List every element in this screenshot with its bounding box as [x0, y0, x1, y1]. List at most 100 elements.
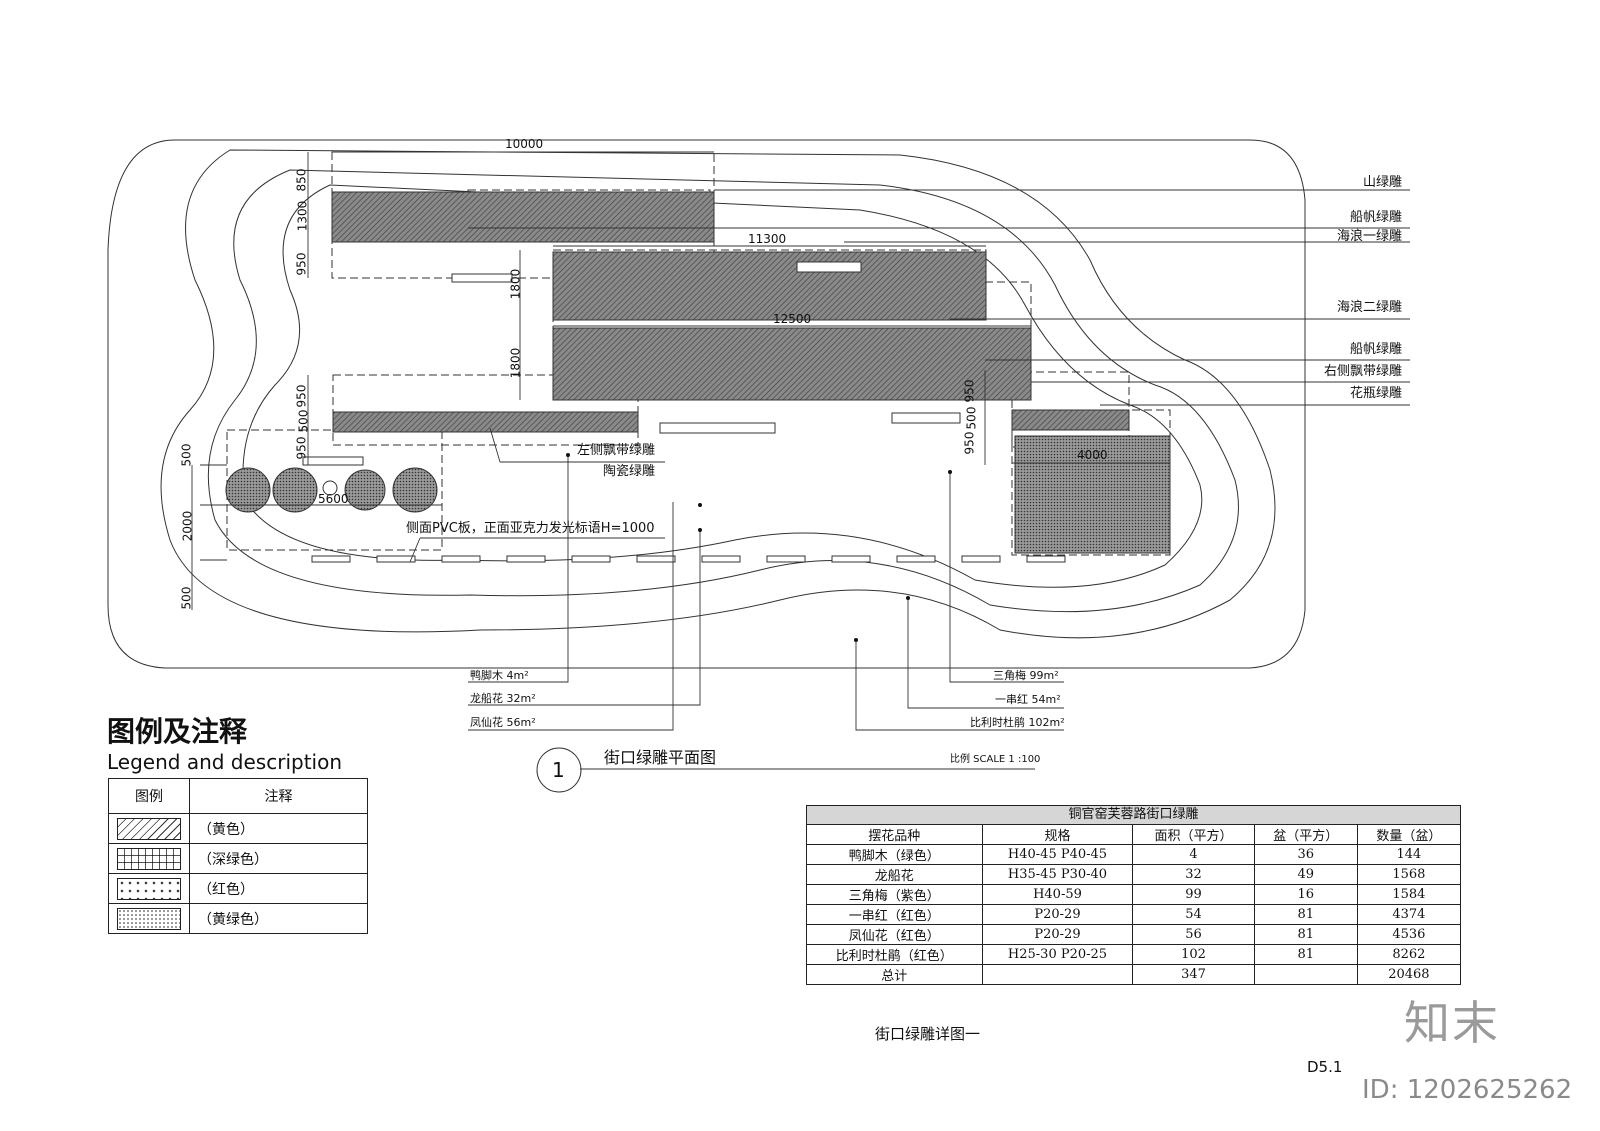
contour-band-1: [160, 149, 1276, 639]
legend-row: （黄色）: [189, 813, 368, 844]
qty-header: 规格: [981, 824, 1134, 845]
plant-callout-right-2: 一串红 54m²: [995, 693, 1061, 706]
table-cell: H35-45 P30-40: [981, 864, 1134, 885]
plant-callout-left-1: 鸭脚木 4m²: [470, 669, 529, 682]
table-cell: [1253, 964, 1358, 985]
dim-950-b: 950: [294, 384, 309, 408]
dim-1800-b: 1800: [508, 347, 523, 379]
dim-11300: 11300: [748, 232, 787, 246]
swatch-cross-dots: [117, 877, 181, 900]
table-cell: 1584: [1356, 884, 1462, 905]
table-cell: 81: [1253, 904, 1358, 925]
label-sail-1: 船帆绿雕: [1350, 210, 1403, 225]
table-cell: 36: [1253, 844, 1358, 865]
legend-subtitle: Legend and description: [107, 750, 343, 774]
label-right-ribbon: 右侧飘带绿雕: [1324, 364, 1403, 379]
label-mountain: 山绿雕: [1363, 175, 1403, 190]
legend-row: （黄绿色）: [189, 903, 368, 934]
table-cell: 龙船花: [806, 864, 983, 885]
qty-header: 摆花品种: [806, 824, 983, 845]
sheet-code: D5.1: [1307, 1058, 1343, 1076]
plant-callout-right-1: 三角梅 99m²: [993, 669, 1059, 682]
plant-callout-right-3: 比利时杜鹃 102m²: [970, 716, 1065, 729]
table-cell: 81: [1253, 924, 1358, 945]
table-cell: 99: [1132, 884, 1255, 905]
table-cell: 鸭脚木（绿色）: [806, 844, 983, 865]
sheet-title: 街口绿雕详图一: [875, 1025, 981, 1043]
legend-header-note: 注释: [189, 778, 368, 814]
plaques: [302, 261, 961, 466]
legend-table: 图例 注释 （黄色） （深绿色） （红色） （黄绿色）: [108, 778, 368, 934]
label-vase: 花瓶绿雕: [1350, 386, 1403, 401]
qty-header: 盆（平方）: [1253, 824, 1358, 845]
legend-title: 图例及注释: [107, 715, 248, 748]
table-cell: 4: [1132, 844, 1255, 865]
table-cell: 20468: [1356, 964, 1462, 985]
dim-500-a: 500: [296, 409, 311, 433]
site-outer-boundary: [107, 139, 1306, 669]
watermark-logo: 知末: [1404, 996, 1500, 1050]
table-cell: 4374: [1356, 904, 1462, 925]
plant-callout-left-3: 凤仙花 56m²: [470, 716, 536, 729]
leader-dots: [566, 453, 952, 642]
drawing-number: 1: [552, 758, 565, 782]
swatch-brick-pattern: [117, 847, 181, 870]
table-cell: 比利时杜鹃（红色）: [806, 944, 983, 965]
drawing-number-circle: [536, 747, 582, 793]
dim-1800-a: 1800: [508, 268, 523, 300]
table-cell: 56: [1132, 924, 1255, 945]
dim-950-a: 950: [294, 252, 309, 276]
plant-callout-left-2: 龙船花 32m²: [470, 692, 536, 705]
table-cell: 4536: [1356, 924, 1462, 945]
label-wave-1: 海浪一绿雕: [1337, 229, 1403, 244]
wave1-sculpture: [552, 251, 987, 321]
table-cell: 144: [1356, 844, 1462, 865]
quantity-table: 铜官窑芙蓉路街口绿雕 摆花品种 规格 面积（平方） 盆（平方） 数量（盆） 鸭脚…: [806, 805, 1462, 985]
table-cell: 一串红（红色）: [806, 904, 983, 925]
dim-4000: 4000: [1077, 448, 1108, 462]
label-left-ribbon: 左侧飘带绿雕: [577, 443, 656, 458]
dim-500-l2: 500: [179, 586, 194, 610]
wave2-sculpture: [552, 327, 1032, 401]
swatch-fine-stipple: [117, 907, 181, 930]
leader-lines: [409, 189, 1410, 563]
table-cell: 三角梅（紫色）: [806, 884, 983, 905]
right-ribbon-sculpture: [1011, 409, 1130, 431]
table-cell: H25-30 P20-25: [981, 944, 1134, 965]
table-cell: 凤仙花（红色）: [806, 924, 983, 945]
dim-950-c: 950: [294, 436, 309, 460]
dim-10000: 10000: [505, 137, 544, 151]
label-ceramic: 陶瓷绿雕: [603, 464, 656, 479]
table-cell: [981, 964, 1134, 985]
dashed-road-line: [311, 555, 1066, 563]
dim-850: 850: [294, 168, 309, 192]
table-cell: H40-59: [981, 884, 1134, 905]
plant-leaders-right: [855, 472, 1064, 731]
dim-5600: 5600: [318, 492, 349, 506]
table-cell: 总计: [806, 964, 983, 985]
table-cell: 8262: [1356, 944, 1462, 965]
qty-header: 数量（盆）: [1356, 824, 1462, 845]
dim-950-r2: 950: [962, 431, 977, 455]
label-pvc-note: 侧面PVC板，正面亚克力发光标语H=1000: [406, 521, 655, 536]
legend-row: （红色）: [189, 873, 368, 904]
ceramic-spheres: [225, 467, 438, 513]
table-cell: H40-45 P40-45: [981, 844, 1134, 865]
contour-band-3: [242, 184, 1203, 588]
quantity-table-caption: 铜官窑芙蓉路街口绿雕: [806, 805, 1461, 824]
dim-500-r: 500: [964, 406, 979, 430]
table-cell: P20-29: [981, 904, 1134, 925]
table-cell: 102: [1132, 944, 1255, 965]
qty-header: 面积（平方）: [1132, 824, 1255, 845]
dim-2000: 2000: [180, 510, 195, 542]
